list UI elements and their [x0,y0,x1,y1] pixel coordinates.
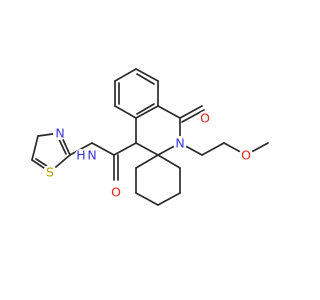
amide-nitrogen: N H [75,148,99,163]
bond [135,105,159,119]
bond [157,192,181,206]
bond [179,105,203,119]
bond [181,109,205,123]
bond [114,68,137,82]
atom-label-S: S [46,165,54,180]
bond [135,68,159,82]
amide-oxygen: O [109,185,123,200]
bond [31,135,39,161]
bond [135,192,159,206]
bond [136,103,155,115]
atom-label-O: O [111,185,121,200]
lactam-nitrogen: N [173,136,187,151]
bonds [31,68,269,206]
atom-label-O: O [241,148,251,163]
molecule-structure: O N O N H O N S [31,68,269,206]
bond [114,105,137,119]
bond [201,142,225,156]
ether-oxygen: O [239,148,253,163]
thiazole-nitrogen: N [53,126,67,141]
bond [135,154,159,169]
atom-label-N: N [55,126,64,141]
bond [157,154,181,169]
atom-label-N: N [87,148,96,163]
atom-label-O: O [200,111,210,126]
atom-label-H: H [76,148,85,163]
bond [113,142,137,156]
carbonyl-oxygen: O [198,111,212,126]
bond [136,73,155,85]
bond [91,142,115,156]
bond [135,142,159,156]
atom-label-N: N [175,136,184,151]
bond [157,105,181,119]
thiazole-sulfur: S [43,165,57,180]
atom-labels: O N O N H O N S [43,111,253,200]
